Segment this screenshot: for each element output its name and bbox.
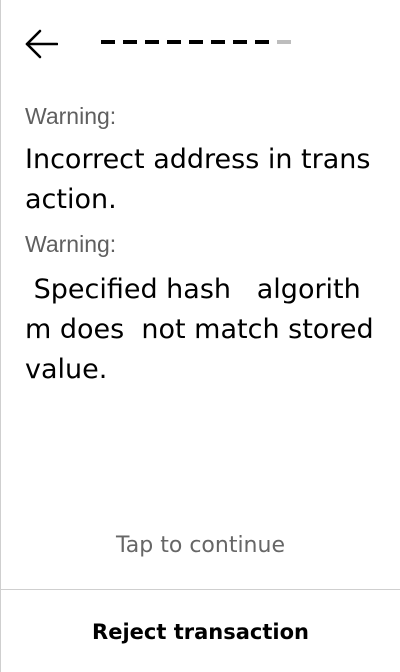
- progress-step-4: [167, 40, 181, 44]
- warning-message: Specified hash algorithm does not match …: [25, 274, 383, 385]
- progress-indicator: [101, 40, 291, 44]
- divider: [1, 589, 400, 590]
- warning-label: Warning:: [25, 103, 117, 129]
- warning-message: Incorrect address in transaction.: [25, 144, 371, 215]
- progress-step-3: [145, 40, 159, 44]
- warnings-list: Warning: Incorrect address in transactio…: [25, 102, 377, 390]
- progress-step-7: [233, 40, 247, 44]
- arrow-left-icon: [25, 29, 58, 59]
- reject-transaction-button[interactable]: Reject transaction: [92, 620, 309, 644]
- back-button[interactable]: [23, 27, 59, 61]
- progress-step-6: [211, 40, 225, 44]
- progress-step-2: [123, 40, 137, 44]
- progress-step-5: [189, 40, 203, 44]
- warning-label: Warning:: [25, 231, 117, 257]
- progress-step-9: [277, 40, 291, 44]
- progress-step-8: [255, 40, 269, 44]
- tap-to-continue-hint[interactable]: Tap to continue: [116, 533, 285, 558]
- progress-step-1: [101, 40, 115, 44]
